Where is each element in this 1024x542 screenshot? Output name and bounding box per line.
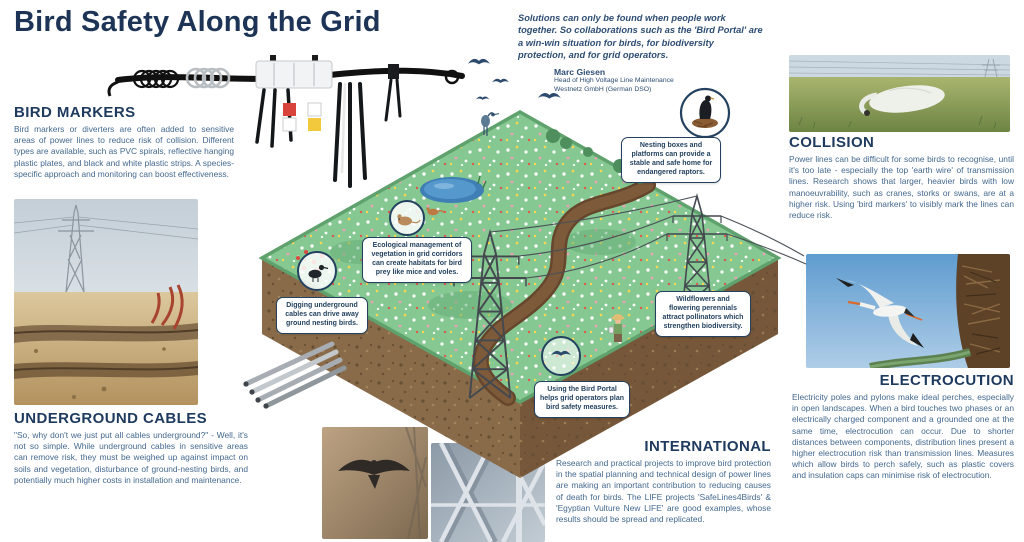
pvc-spiral-light-icon <box>185 67 231 89</box>
mouse-icon <box>398 216 412 226</box>
underground-cables-icon <box>243 341 347 409</box>
collision-body: Power lines can be difficult for some bi… <box>789 154 1014 220</box>
underground-cables-photo <box>14 199 198 405</box>
heron-icon <box>481 112 500 136</box>
cable-end-coil-icon <box>444 69 460 85</box>
bird-markers-heading: BIRD MARKERS <box>14 104 136 121</box>
ground-nesting-bird-circle <box>297 251 337 291</box>
dead-swan <box>859 85 945 116</box>
nest-icon <box>692 118 718 128</box>
bird-portal-circle <box>541 336 581 376</box>
callout-ecological-management: Ecological management of vegetation in g… <box>362 237 472 283</box>
ground-bird-icon <box>308 269 322 279</box>
quote-text: Solutions can only be found when people … <box>518 13 763 60</box>
quote-author-name: Marc Giesen <box>554 67 606 78</box>
lattice-tower-photo <box>431 443 545 542</box>
page-title: Bird Safety Along the Grid <box>14 6 381 38</box>
bird-markers-body: Bird markers or diverters are often adde… <box>14 124 234 179</box>
collision-photo <box>789 55 1010 132</box>
callout-bird-portal: Using the Bird Portal helps grid operato… <box>534 381 630 418</box>
far-pylon-icon <box>982 58 1000 78</box>
quote-block: Solutions can only be found when people … <box>518 12 764 95</box>
callout-digging-cables: Digging underground cables can drive awa… <box>276 297 368 334</box>
collision-heading: COLLISION <box>789 134 875 151</box>
underground-cables-body: "So, why don't we just put all cables un… <box>14 430 248 485</box>
stick-nest <box>956 254 1010 368</box>
marker-plates-icon <box>282 102 322 132</box>
electrocution-stork-photo <box>806 254 1010 368</box>
fox-icon <box>426 207 445 216</box>
electrocution-heading: ELECTROCUTION <box>879 372 1014 389</box>
international-heading: INTERNATIONAL <box>644 438 771 455</box>
quote-author-org: Westnetz GmbH (German DSO) <box>554 85 652 93</box>
red-cable-loops <box>150 284 184 330</box>
international-body: Research and practical projects to impro… <box>556 458 771 524</box>
section-underground-cables: UNDERGROUND CABLES "So, why don't we jus… <box>14 410 248 486</box>
green-cable <box>869 348 972 368</box>
dirt-road <box>472 177 656 406</box>
vulture-photo <box>322 427 428 539</box>
power-wires <box>489 195 807 279</box>
clamp-strips-icon <box>384 64 402 122</box>
raptor-icon <box>699 100 712 119</box>
distant-pylon-icon <box>58 204 94 293</box>
bw-strips-icon <box>333 82 367 188</box>
quote-author: Marc Giesen Head of High Voltage Line Ma… <box>554 67 764 95</box>
pond <box>420 175 487 203</box>
section-collision: COLLISION Power lines can be difficult f… <box>789 134 1014 221</box>
section-electrocution: ELECTROCUTION Electricity poles and pylo… <box>792 372 1014 481</box>
mouse-circle <box>389 200 425 236</box>
red-flowers-icon <box>296 250 324 272</box>
callout-nesting: Nesting boxes and platforms can provide … <box>621 137 721 183</box>
section-international: INTERNATIONAL Research and practical pro… <box>556 438 771 525</box>
flapper-device-icon <box>255 55 333 89</box>
hanging-strips-icon <box>255 88 293 148</box>
electrocution-body: Electricity poles and pylons make ideal … <box>792 392 1014 481</box>
section-bird-markers: BIRD MARKERS Bird markers or diverters a… <box>14 104 234 180</box>
grid-operator-person <box>608 314 625 342</box>
quote-author-role: Head of High Voltage Line Maintenance <box>554 77 674 85</box>
underground-cables-heading: UNDERGROUND CABLES <box>14 410 208 427</box>
callout-wildflowers: Wildflowers and flowering perennials att… <box>655 291 751 337</box>
pvc-spiral-icon <box>132 69 180 89</box>
flying-stork <box>836 278 924 348</box>
